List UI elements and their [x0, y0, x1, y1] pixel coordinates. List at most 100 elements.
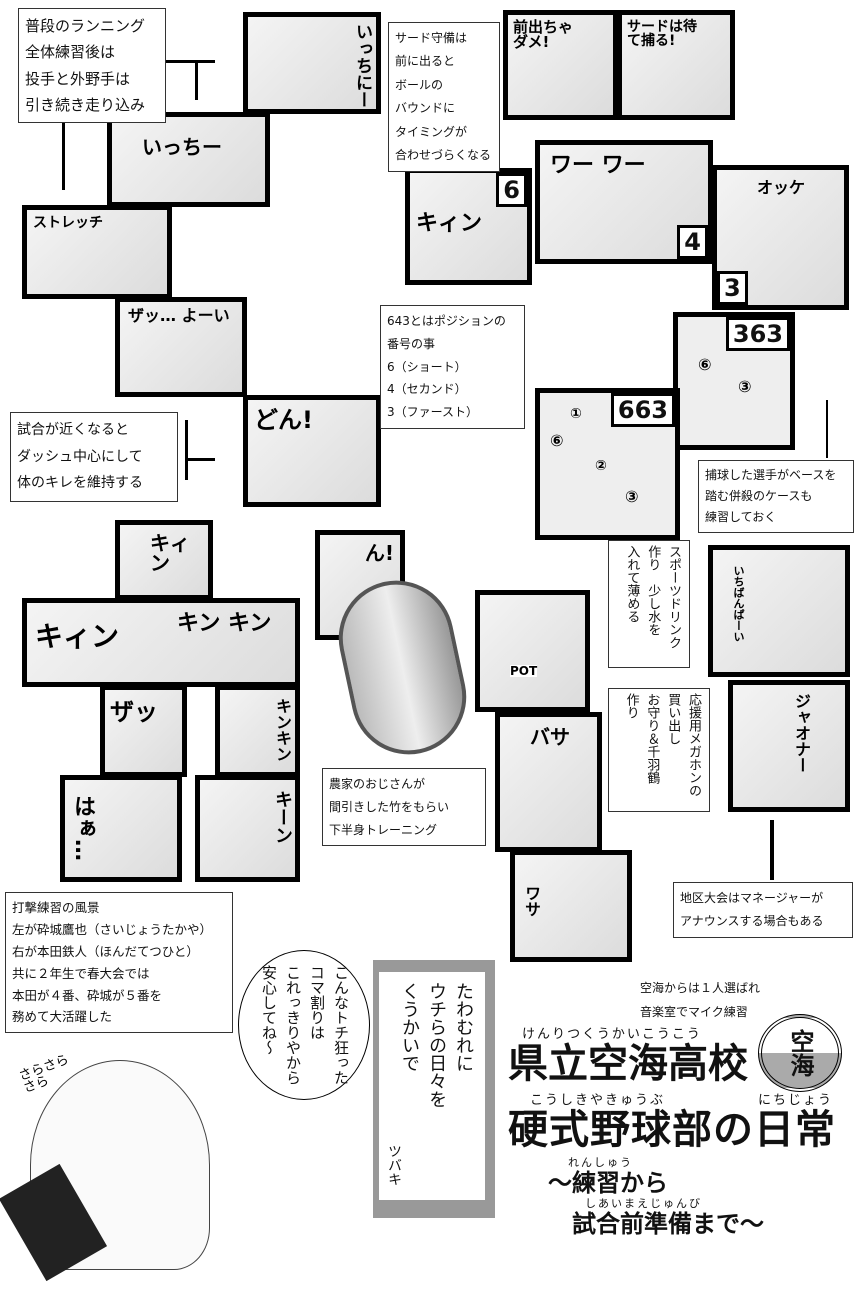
emblem-text: 空海	[786, 1029, 814, 1077]
position-number: 4	[677, 225, 708, 259]
panel-announce-1: いちばんぱーい	[708, 545, 850, 677]
sfx: キン キン	[177, 611, 272, 636]
sfx: ジャオナー	[792, 693, 811, 773]
sfx: ザッ	[110, 698, 158, 726]
sfx: ワー ワー	[550, 153, 646, 178]
note-line: 農家のおじさんが	[329, 777, 426, 791]
sign-author: ツバキ	[386, 1144, 402, 1186]
note-line: 本田が４番、砕城が５番を	[12, 987, 163, 1003]
note-line: 間引きした竹をもらい	[329, 799, 450, 814]
sfx: サードは待て捕る!	[627, 19, 697, 49]
note-farmer: 農家のおじさんが間引きした竹をもらい下半身トレーニング	[322, 768, 486, 847]
note-line: バウンドに	[395, 101, 456, 116]
note-line: 6（ショート）	[387, 359, 467, 374]
panel-ready: ザッ… よーい	[115, 297, 247, 397]
note-line: 投手と外野手は	[25, 69, 131, 88]
note-line: 番号の事	[387, 336, 436, 351]
panel-third-no: 前出ちゃダメ!	[503, 10, 618, 120]
speech-bubble: こんなトチ狂ったコマ割りはこれっきりやから安心してね～	[238, 950, 370, 1100]
speech-line: コマ割りは	[308, 965, 326, 1040]
panel-batting-3: ザッ	[100, 685, 187, 777]
note-batting: 打撃練習の風景左が砕城鷹也（さいじょうたかや）右が本田鉄人（ほんだてつひと）共に…	[5, 892, 233, 1034]
diagram-mark: ⑥	[550, 431, 564, 450]
note-line: 練習しておく	[705, 510, 777, 524]
sign-line: たわむれに	[453, 982, 474, 1072]
panel-batting-2: キィン キン キン	[22, 598, 300, 687]
title-ruby: けんりつくうかいこうこう	[522, 1027, 702, 1042]
sfx: いちばんぱーい	[732, 565, 745, 642]
note-line: 買い出し	[665, 693, 681, 745]
sfx: どん!	[254, 406, 313, 434]
panel-running-team: いっちにー	[243, 12, 381, 114]
note-announce: 地区大会はマネージャーがアナウンスする場合もある	[673, 882, 853, 938]
diagram-mark: ③	[738, 377, 752, 396]
sign-text: たわむれにウチらの日々をくうかいで ツバキ	[379, 972, 485, 1200]
diagram-mark: ②	[595, 458, 607, 474]
sfx: キィン	[35, 620, 120, 653]
title-school: 県立空海高校	[508, 1041, 748, 1087]
arrow	[62, 110, 65, 190]
position-number: 6	[496, 173, 527, 207]
arrow	[185, 458, 215, 461]
sfx: 前出ちゃダメ!	[513, 18, 574, 51]
title-ruby: れんしゅう	[568, 1156, 633, 1169]
sfx: バサ	[530, 725, 570, 749]
note-line: 音楽室でマイク練習	[640, 1005, 748, 1019]
note-line: ダッシュ中心にして	[17, 448, 143, 465]
note-line: 作り	[623, 693, 639, 719]
panel-third-wait: サードは待て捕る!	[617, 10, 735, 120]
note-line: 空海からは１人選ばれ	[640, 981, 761, 995]
note-line: 体のキレを維持する	[17, 475, 143, 492]
note-line: 地区大会はマネージャーが	[680, 891, 824, 905]
note-dash: 試合が近くなるとダッシュ中心にして体のキレを維持する	[10, 412, 178, 502]
panel-manager-crafts: バサ	[495, 712, 602, 852]
note-running: 普段のランニング全体練習後は投手と外野手は引き続き走り込み	[18, 8, 166, 123]
sfx: ん!	[364, 541, 394, 565]
sign-line: ウチらの日々を	[426, 982, 447, 1108]
note-announce-extra: 空海からは１人選ばれ音楽室でマイク練習	[640, 976, 760, 1024]
note-line: ボールの	[395, 77, 444, 92]
note-line: 捕球した選手がベースを	[705, 468, 837, 482]
note-line: 入れて薄める	[624, 545, 640, 623]
school-emblem: 空海	[758, 1014, 842, 1092]
note-third-base: サード守備は前に出るとボールのバウンドにタイミングが合わせづらくなる	[388, 22, 500, 173]
sfx: キーン	[272, 790, 293, 844]
note-line: 右が本田鉄人（ほんだてつひと）	[12, 943, 199, 959]
panel-batting-1: キィン	[115, 520, 213, 600]
note-line: 下半身トレーニング	[329, 822, 438, 837]
diagram-mark: ①	[570, 406, 582, 422]
title-ruby: にちじょう	[758, 1093, 834, 1108]
sfx: ザッ… よーい	[128, 306, 230, 325]
title-sub1: ～練習から	[548, 1169, 668, 1197]
note-line: 応援用メガホンの	[686, 693, 701, 797]
note-megaphone: 応援用メガホンの買い出しお守り＆千羽鶴作り	[608, 688, 710, 812]
note-line: 踏む併殺のケースも	[705, 489, 813, 503]
note-line: 試合が近くなると	[17, 422, 129, 438]
note-line: 3（ファースト）	[387, 405, 479, 420]
diagram-mark: ③	[625, 487, 639, 506]
sfx: ストレッチ	[33, 215, 103, 231]
note-drink: スポーツドリンク作り 少し水を入れて薄める	[608, 540, 690, 668]
note-line: 普段のランニング	[25, 17, 146, 35]
sfx: キンキン	[273, 698, 292, 762]
panel-stretch: ストレッチ	[22, 205, 172, 299]
sfx: ワサ	[522, 885, 541, 917]
panel-announce-2: ジャオナー	[728, 680, 850, 812]
position-number: 663	[610, 393, 675, 427]
sign-board: たわむれにウチらの日々をくうかいで ツバキ	[373, 960, 495, 1218]
note-line: 左が砕城鷹也（さいじょうたかや）	[12, 921, 213, 937]
sfx: オッケ	[757, 178, 806, 197]
sfx: いっちにー	[352, 23, 372, 108]
panel-batting-4: キンキン	[215, 685, 300, 777]
note-line: 全体練習後は	[25, 43, 116, 62]
note-line: 務めて大活躍した	[12, 1009, 113, 1025]
panel-batting-5: はぁ…	[60, 775, 182, 882]
arrow	[826, 400, 828, 458]
panel-manager-crane: ワサ	[510, 850, 632, 962]
note-line: 作り 少し水を	[645, 545, 661, 636]
arrow	[185, 420, 188, 480]
